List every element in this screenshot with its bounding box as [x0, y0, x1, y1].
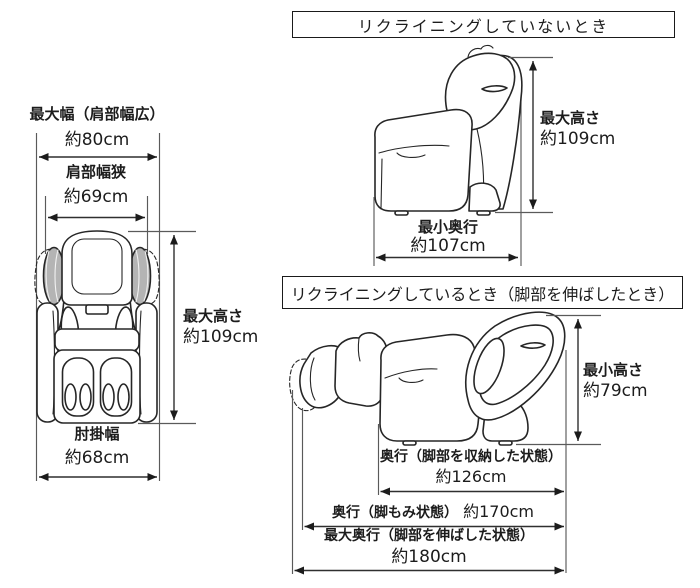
min-depth-value: 約107cm — [410, 236, 486, 256]
upright-max-height-label: 最大高さ — [540, 109, 601, 127]
chair-front-view — [34, 230, 160, 424]
max-width-label: 最大幅（肩部幅広） — [29, 105, 165, 123]
headrest-reclined — [473, 337, 505, 395]
shoulder-narrow-value: 約69cm — [63, 187, 129, 207]
upright-max-height-value: 約109cm — [540, 129, 616, 149]
chair-side-reclined — [289, 311, 566, 446]
min-height-value: 約79cm — [583, 381, 648, 401]
depth-stowed-value: 約126cm — [435, 467, 507, 486]
depth-kneading-line: 奥行（脚もみ状態） 約170cm — [303, 503, 563, 522]
upright-section-header: リクライニングしていないとき — [292, 11, 675, 38]
front-max-height-value: 約109cm — [183, 327, 259, 347]
reclined-section-header: リクライニングしているとき（脚部を伸ばしたとき） — [282, 276, 683, 309]
max-depth-value: 約180cm — [391, 547, 467, 567]
armrest-width-label: 肘掛幅 — [74, 425, 120, 443]
headrest — [61, 230, 133, 306]
front-view-dimension-lines — [35, 133, 196, 481]
reclined-view-dimension-lines — [289, 311, 601, 575]
min-height-label: 最小高さ — [583, 361, 644, 379]
max-depth-label: 最大奥行（脚部を伸ばした状態） — [324, 528, 534, 544]
min-depth-label: 最小奥行 — [417, 218, 478, 236]
depth-stowed-label: 奥行（脚部を収納した状態） — [380, 449, 562, 465]
chair-side-upright — [374, 44, 523, 216]
max-width-value: 約80cm — [64, 130, 130, 150]
depth-kneading-label: 奥行（脚もみ状態） — [331, 505, 458, 521]
upright-view-dimension-lines — [373, 44, 553, 266]
depth-kneading-value: 約170cm — [463, 502, 535, 521]
armrest-width-value: 約68cm — [64, 448, 130, 468]
front-max-height-label: 最大高さ — [183, 307, 244, 325]
seat-body — [374, 108, 473, 212]
shoulder-narrow-label: 肩部幅狭 — [65, 163, 126, 181]
